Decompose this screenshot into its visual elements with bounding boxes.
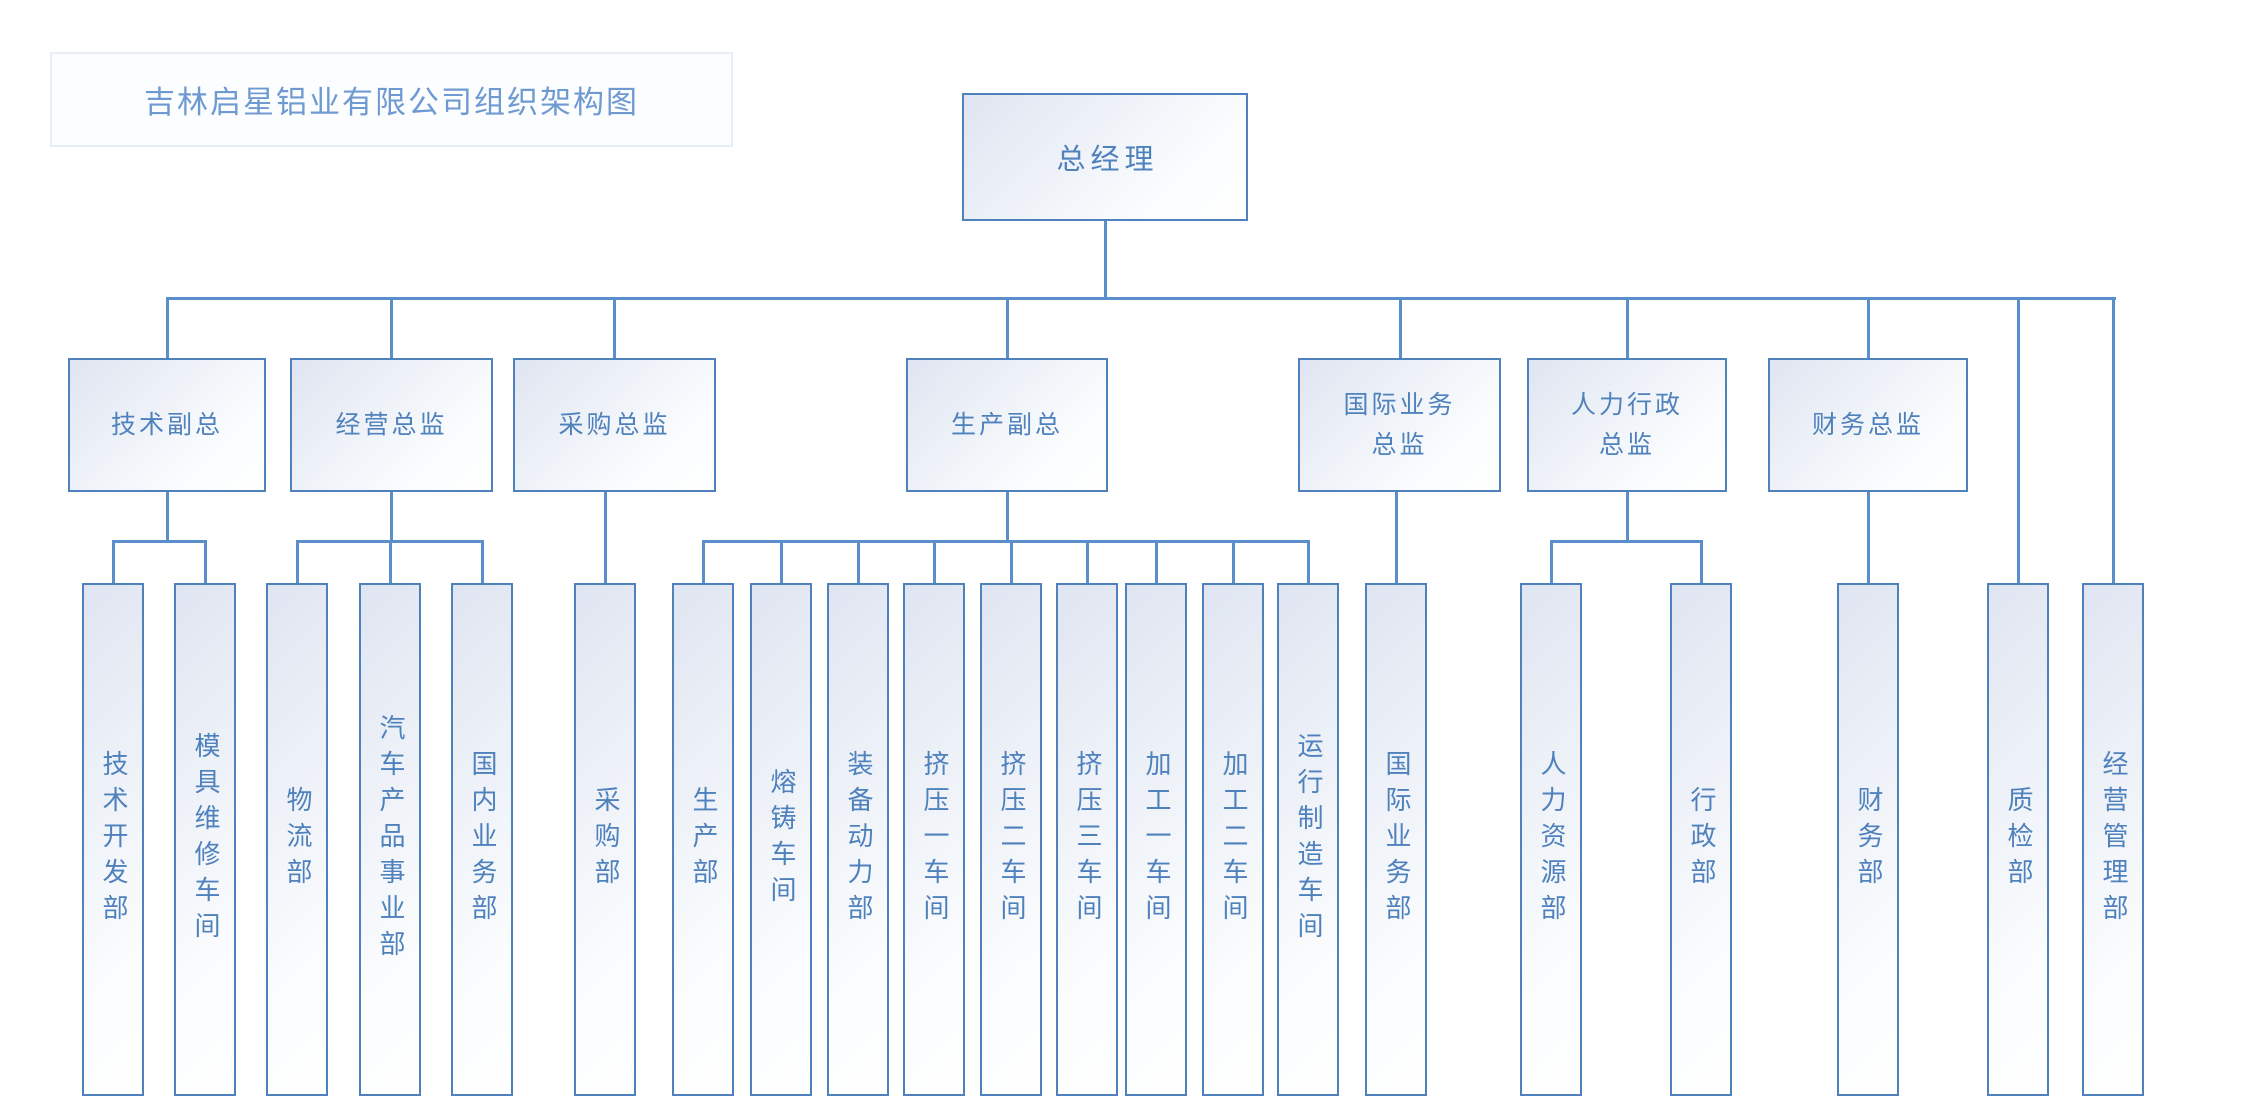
direct-drop-line <box>2017 297 2020 583</box>
dept-node: 生产部 <box>672 583 734 1096</box>
connector-line <box>1626 492 1629 540</box>
connector-line <box>481 540 484 583</box>
connector-line <box>1010 540 1013 583</box>
dept-node: 加工一车间 <box>1125 583 1187 1096</box>
org-node-root: 总经理 <box>962 93 1248 221</box>
connector-line <box>1155 540 1158 583</box>
connector-line <box>604 492 607 583</box>
connector-line <box>112 540 207 543</box>
connector-line <box>1867 297 1870 358</box>
branch-node-label-line: 总监 <box>1371 430 1428 459</box>
dept-node: 行政部 <box>1670 583 1732 1096</box>
connector-line <box>1006 492 1009 540</box>
dept-node: 汽车产品事业部 <box>359 583 421 1096</box>
connector-line <box>702 540 1310 543</box>
dept-node-label: 挤压三车间 <box>1072 749 1102 930</box>
dept-node-label: 财务部 <box>1853 785 1883 894</box>
connector-line <box>857 540 860 583</box>
dept-node: 人力资源部 <box>1520 583 1582 1096</box>
connector-line <box>1626 297 1629 358</box>
dept-node-label: 生产部 <box>688 785 718 894</box>
root-drop-line <box>1104 221 1107 297</box>
branch-node-label-line: 国际业务 <box>1343 390 1456 419</box>
connector-line <box>389 540 392 583</box>
branch-node-intl: 国际业务总监 <box>1298 358 1501 492</box>
dept-node: 模具维修车间 <box>174 583 236 1096</box>
dept-node: 装备动力部 <box>827 583 889 1096</box>
dept-node-label: 质检部 <box>2003 785 2033 894</box>
main-connector-line <box>166 297 2116 300</box>
connector-line <box>613 297 616 358</box>
branch-node-hr: 人力行政总监 <box>1527 358 1727 492</box>
dept-node-label: 挤压一车间 <box>919 749 949 930</box>
dept-node-label: 模具维修车间 <box>190 731 220 948</box>
direct-drop-line <box>2112 297 2115 583</box>
dept-node-label: 熔铸车间 <box>766 767 796 912</box>
dept-node: 经营管理部 <box>2082 583 2144 1096</box>
connector-line <box>1307 540 1310 583</box>
connector-line <box>112 540 115 583</box>
dept-node: 运行制造车间 <box>1277 583 1339 1096</box>
connector-line <box>1867 492 1870 583</box>
connector-line <box>702 540 705 583</box>
connector-line <box>1086 540 1089 583</box>
connector-line <box>296 540 299 583</box>
dept-node-label: 国际业务部 <box>1381 749 1411 930</box>
dept-node: 加工二车间 <box>1202 583 1264 1096</box>
dept-node: 挤压一车间 <box>903 583 965 1096</box>
branch-node-tech: 技术副总 <box>68 358 266 492</box>
connector-line <box>933 540 936 583</box>
connector-line <box>780 540 783 583</box>
connector-line <box>166 297 169 358</box>
dept-node-label: 国内业务部 <box>467 749 497 930</box>
dept-node: 质检部 <box>1987 583 2049 1096</box>
connector-line <box>1399 297 1402 358</box>
dept-node-label: 行政部 <box>1686 785 1716 894</box>
connector-line <box>1232 540 1235 583</box>
dept-node-label: 装备动力部 <box>843 749 873 930</box>
dept-node-label: 经营管理部 <box>2098 749 2128 930</box>
branch-node-fin: 财务总监 <box>1768 358 1968 492</box>
chart-title: 吉林启星铝业有限公司组织架构图 <box>144 85 639 121</box>
dept-node-label: 人力资源部 <box>1536 749 1566 930</box>
dept-node: 国内业务部 <box>451 583 513 1096</box>
dept-node-label: 加工一车间 <box>1141 749 1171 930</box>
connector-line <box>204 540 207 583</box>
dept-node-label: 加工二车间 <box>1218 749 1248 930</box>
chart-title-box: 吉林启星铝业有限公司组织架构图 <box>50 52 733 147</box>
dept-node: 挤压二车间 <box>980 583 1042 1096</box>
branch-node-prod: 生产副总 <box>906 358 1108 492</box>
connector-line <box>1700 540 1703 583</box>
dept-node: 熔铸车间 <box>750 583 812 1096</box>
connector-line <box>1395 492 1398 583</box>
dept-node: 国际业务部 <box>1365 583 1427 1096</box>
dept-node-label: 采购部 <box>590 785 620 894</box>
dept-node: 财务部 <box>1837 583 1899 1096</box>
branch-node-proc: 采购总监 <box>513 358 716 492</box>
connector-line <box>390 297 393 358</box>
dept-node-label: 运行制造车间 <box>1293 731 1323 948</box>
dept-node-label: 物流部 <box>282 785 312 894</box>
connector-line <box>1550 540 1703 543</box>
dept-node: 采购部 <box>574 583 636 1096</box>
dept-node-label: 汽车产品事业部 <box>375 713 405 966</box>
dept-node-label: 挤压二车间 <box>996 749 1026 930</box>
dept-node-label: 技术开发部 <box>98 749 128 930</box>
dept-node: 物流部 <box>266 583 328 1096</box>
connector-line <box>1550 540 1553 583</box>
dept-node: 技术开发部 <box>82 583 144 1096</box>
connector-line <box>166 492 169 540</box>
connector-line <box>1006 297 1009 358</box>
dept-node: 挤压三车间 <box>1056 583 1118 1096</box>
branch-node-label-line: 总监 <box>1598 430 1655 459</box>
branch-node-mkt: 经营总监 <box>290 358 493 492</box>
connector-line <box>390 492 393 540</box>
branch-node-label-line: 人力行政 <box>1570 390 1683 419</box>
